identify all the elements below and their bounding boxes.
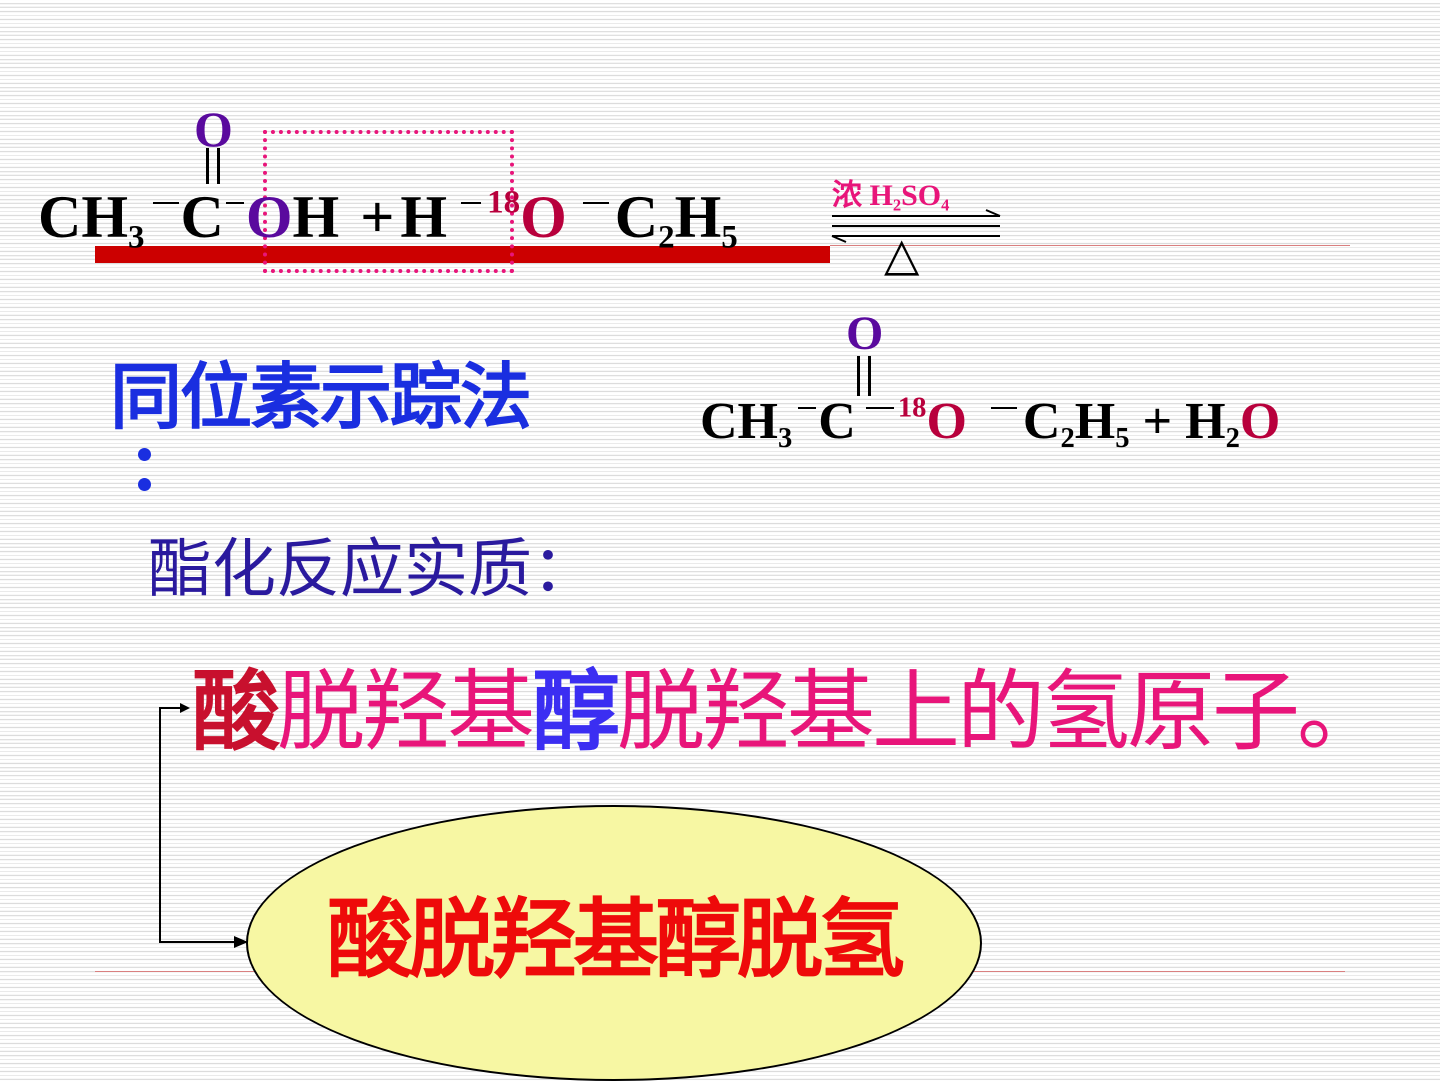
bond-line — [461, 202, 482, 204]
hydroxyl-hydrogen: H — [292, 184, 340, 250]
alcohol-word: 醇 — [532, 660, 620, 763]
carbonyl-oxygen-2: O — [846, 307, 884, 360]
dotted-highlight-box — [263, 130, 514, 273]
statement-text: 脱羟基上的氢原子。 — [617, 660, 1385, 763]
thin-red-line-top — [830, 245, 1350, 246]
ethyl-group: C2H5 — [614, 184, 738, 256]
heat-triangle-icon: △ — [884, 229, 920, 280]
double-bond-2 — [857, 356, 871, 396]
water-molecule: H2O — [1185, 393, 1281, 455]
statement-text: 脱羟基 — [277, 660, 535, 763]
bond-line — [865, 407, 894, 410]
carbon-atom: C — [818, 393, 856, 450]
summary-ellipse — [246, 805, 982, 1081]
heading-colon — [138, 448, 152, 494]
catalyst-label: 浓 H2SO4 — [832, 178, 950, 215]
colon-dot — [138, 478, 151, 491]
reaction-2-equation: CH3 C 18O C2H5 + H2O — [700, 390, 1280, 454]
mechanism-statement: 酸脱羟基醇脱羟基上的氢原子。 — [192, 660, 1385, 763]
isotope-oxygen: O — [520, 184, 567, 250]
isotope-label: 18 — [487, 184, 521, 221]
isotope-oxygen: O — [926, 393, 967, 450]
red-underline-bar — [95, 246, 830, 263]
bond-line — [152, 202, 179, 204]
esterification-subheading: 酯化反应实质： — [148, 533, 596, 607]
plus-sign: + — [360, 184, 395, 250]
summary-text: 酸脱羟基醇脱氢 — [327, 890, 905, 990]
connector-arrow — [159, 703, 248, 948]
bond-line — [990, 407, 1017, 410]
isotope-label: 18 — [897, 392, 927, 424]
bond-line — [798, 407, 817, 410]
acid-word: 酸 — [192, 660, 280, 763]
alcohol-hydrogen: H — [400, 184, 448, 250]
colon-dot — [138, 448, 151, 461]
plus-sign: + — [1142, 393, 1173, 450]
method-heading: 同位素示踪法 — [110, 355, 532, 439]
double-bond-1 — [206, 148, 220, 184]
carbonyl-oxygen-1: O — [194, 101, 233, 157]
ethyl-group: C2H5 — [1022, 393, 1130, 455]
ch3-group: CH3 — [38, 184, 145, 256]
bond-line — [582, 202, 609, 204]
equilibrium-arrows — [831, 209, 1001, 243]
ch3-group: CH3 — [700, 393, 793, 455]
hydroxyl-oxygen: O — [245, 184, 293, 250]
carbon-atom: C — [180, 184, 224, 250]
bond-line — [225, 202, 244, 204]
